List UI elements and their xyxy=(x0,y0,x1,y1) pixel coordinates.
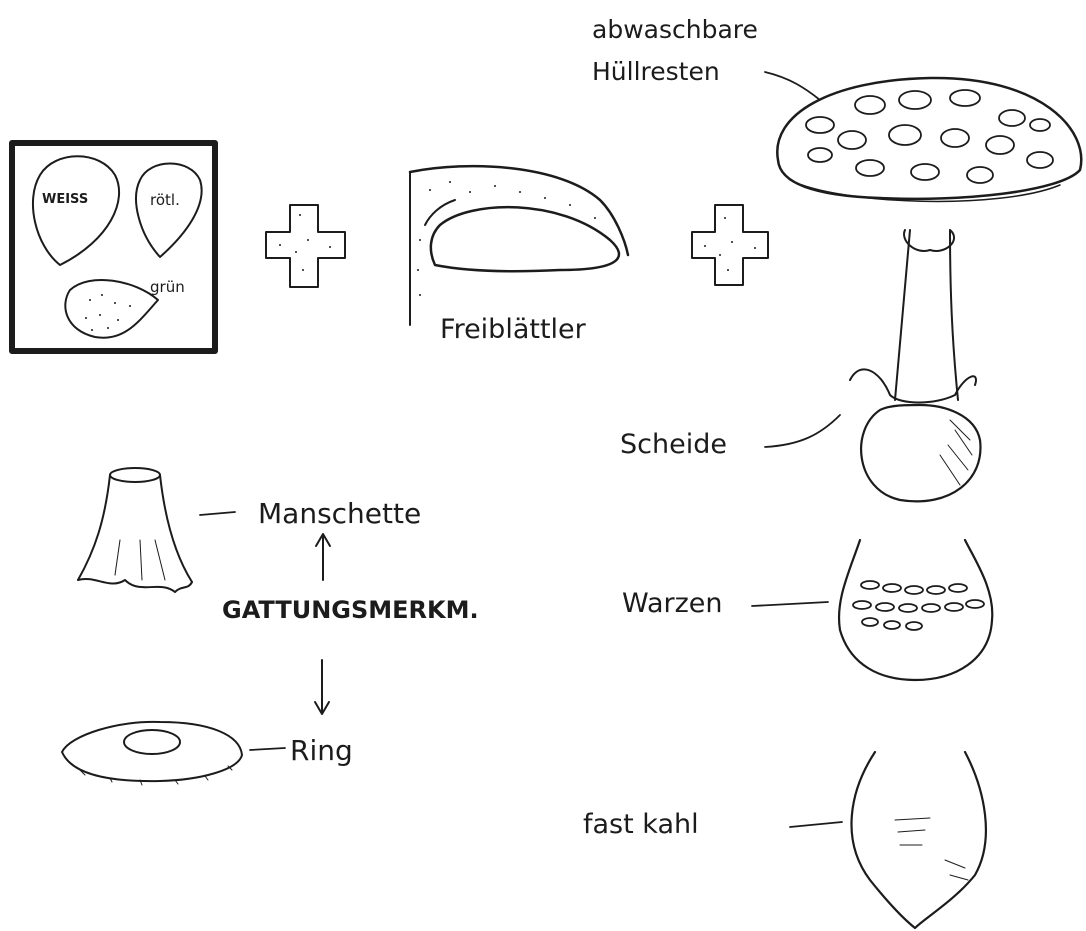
cuff-label: Manschette xyxy=(258,497,421,530)
volva-bulb xyxy=(861,405,980,501)
bulb-warts xyxy=(853,581,984,630)
cuff-drawing: Manschette xyxy=(78,468,421,592)
plus-icon xyxy=(266,205,345,287)
cap-remnants-label-line1: abwaschbare xyxy=(592,15,758,44)
green-spore-shape xyxy=(65,280,158,338)
genus-label: GATTUNGSMERKM. xyxy=(222,596,479,624)
annulus xyxy=(904,230,954,251)
mushroom-drawing: abwaschbare Hüllresten Scheide xyxy=(583,15,1081,928)
bald-bulb-marks xyxy=(895,818,968,880)
white-spore-label: WEISS xyxy=(42,192,88,207)
ring-label: Ring xyxy=(290,734,353,767)
genus-characteristics: GATTUNGSMERKM. xyxy=(222,534,479,714)
reddish-spore-shape xyxy=(136,164,202,258)
arrow-down-icon xyxy=(315,660,329,714)
cap-warts xyxy=(806,90,1053,183)
volva-hatching xyxy=(940,420,972,485)
spore-color-box: WEISS rötl. grün xyxy=(12,143,215,351)
ring-drawing: Ring xyxy=(62,722,353,785)
free-gills-drawing: Freiblättler xyxy=(410,166,628,345)
arrow-up-icon xyxy=(316,534,330,580)
bald-label: fast kahl xyxy=(583,809,699,840)
stem xyxy=(895,230,958,400)
reddish-spore-label: rötl. xyxy=(150,191,180,209)
plus-icon xyxy=(692,205,768,285)
warts-label: Warzen xyxy=(622,588,723,619)
free-gills-label: Freiblättler xyxy=(440,314,587,345)
bald-bulb xyxy=(851,752,985,928)
volva-label: Scheide xyxy=(620,429,727,460)
green-spore-label: grün xyxy=(150,278,185,296)
green-spore-stipple xyxy=(85,294,131,331)
cap-remnants-label-line2: Hüllresten xyxy=(592,57,720,86)
white-spore-shape xyxy=(33,156,119,265)
